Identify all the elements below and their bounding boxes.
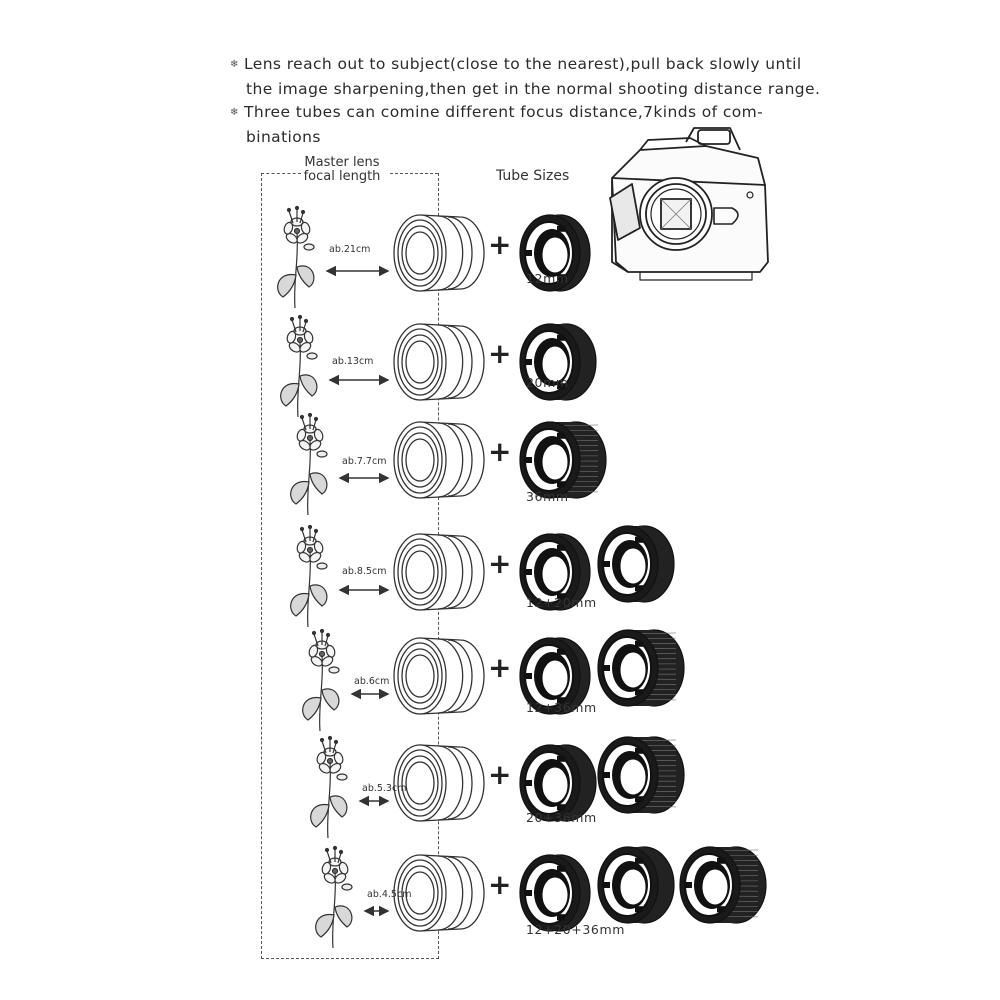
plus-sign: + <box>488 868 512 901</box>
tube-size-label: 12+36mm <box>526 700 597 715</box>
tube-size-label: 20mm <box>526 375 569 390</box>
distance-label: ab.4.5cm <box>367 889 412 900</box>
flower-icon <box>290 524 328 628</box>
extension-tube-20mm-icon <box>519 744 597 822</box>
flower-icon <box>280 314 318 418</box>
combination-row <box>302 628 685 732</box>
extension-tube-36mm-icon <box>597 629 685 707</box>
plus-sign: + <box>488 547 512 580</box>
flower-icon <box>290 412 328 516</box>
master-lens-header-line-2: focal length <box>303 169 381 184</box>
flower-icon <box>315 845 353 949</box>
extension-tube-36mm-icon <box>597 736 685 814</box>
distance-label: ab.8.5cm <box>342 566 387 577</box>
plus-sign: + <box>488 435 512 468</box>
combination-row <box>290 524 675 628</box>
plus-sign: + <box>488 228 512 261</box>
master-lens-icon <box>393 533 485 611</box>
master-lens-header: Master lens focal length <box>292 156 392 184</box>
distance-label: ab.21cm <box>329 244 371 255</box>
distance-label: ab.5.3cm <box>362 783 407 794</box>
extension-tube-20mm-icon <box>597 846 675 924</box>
flower-icon <box>302 628 340 732</box>
plus-sign: + <box>488 651 512 684</box>
master-lens-icon <box>393 637 485 715</box>
note-2-line-2: binations <box>246 128 321 146</box>
distance-label: ab.13cm <box>332 356 374 367</box>
flower-icon <box>277 205 315 309</box>
extension-tube-36mm-icon <box>679 846 767 924</box>
frame-top-left-edge <box>261 173 301 174</box>
extension-tube-20mm-icon <box>519 323 597 401</box>
snowflake-bullet-icon: ❄ <box>230 107 239 118</box>
note-2-line-1: Three tubes can comine different focus d… <box>244 103 764 121</box>
tube-size-label: 12mm <box>526 271 569 286</box>
extension-tube-12mm-icon <box>519 854 591 932</box>
combination-rows <box>277 205 767 949</box>
frame-top-right-edge <box>390 173 438 174</box>
combination-row <box>310 735 685 839</box>
extension-tube-12mm-icon <box>519 533 591 611</box>
combination-row <box>290 412 607 516</box>
tube-size-label: 20+36mm <box>526 810 597 825</box>
snowflake-bullet-icon: ❄ <box>230 59 239 70</box>
tube-sizes-header: Tube Sizes <box>496 168 570 184</box>
master-lens-icon <box>393 421 485 499</box>
combination-row <box>280 314 597 418</box>
extension-tube-12mm-icon <box>519 214 591 292</box>
extension-tube-20mm-icon <box>597 525 675 603</box>
master-lens-icon <box>393 854 485 932</box>
extension-tube-12mm-icon <box>519 637 591 715</box>
combination-row <box>277 205 591 309</box>
tube-size-label: 12+20+36mm <box>526 922 626 937</box>
flower-icon <box>310 735 348 839</box>
extension-tube-36mm-icon <box>519 421 607 499</box>
combination-row <box>315 845 767 949</box>
instruction-note-2: ❄ Three tubes can comine different focus … <box>230 100 763 149</box>
note-1-line-1: Lens reach out to subject(close to the n… <box>244 55 802 73</box>
distance-label: ab.7.7cm <box>342 456 387 467</box>
distance-label: ab.6cm <box>354 676 390 687</box>
instruction-note-1: ❄ Lens reach out to subject(close to the … <box>230 52 820 101</box>
plus-sign: + <box>488 758 512 791</box>
tube-size-label: 12+20mm <box>526 595 597 610</box>
note-1-line-2: the image sharpening,then get in the nor… <box>246 80 821 98</box>
tube-size-label: 36mm <box>526 489 569 504</box>
camera-body-icon <box>609 127 769 281</box>
master-lens-header-line-1: Master lens <box>304 155 380 170</box>
plus-sign: + <box>488 337 512 370</box>
master-lens-icon <box>393 214 485 292</box>
master-lens-icon <box>393 323 485 401</box>
master-lens-icon <box>393 744 485 822</box>
